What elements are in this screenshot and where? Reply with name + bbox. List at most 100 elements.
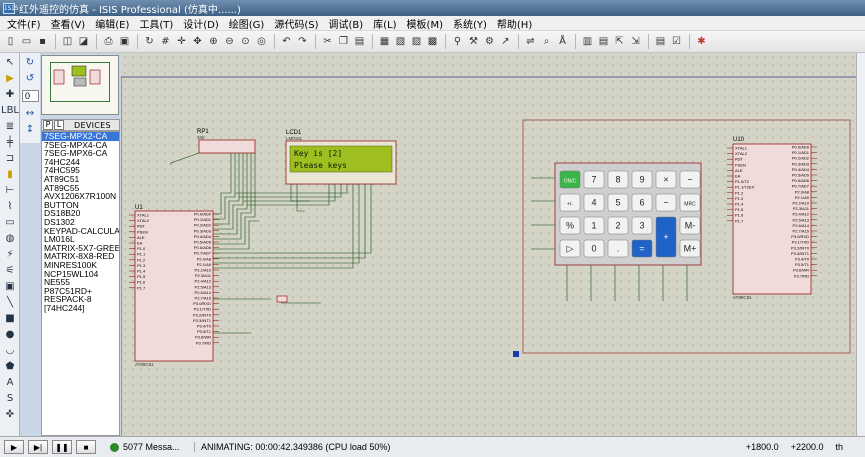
device-list-item[interactable]: DS18B20 — [44, 208, 81, 219]
pan-icon[interactable]: ✥ — [193, 36, 202, 47]
menu-item[interactable]: 工具(T) — [139, 19, 174, 31]
keypad-key[interactable] — [559, 239, 581, 258]
resistor-pack-rp1[interactable]: RP1 10k — [197, 129, 256, 154]
keypad-key[interactable] — [607, 170, 629, 189]
circle-2d-icon[interactable]: ● — [5, 328, 15, 340]
rotate-ccw-icon[interactable]: ↺ — [25, 73, 35, 84]
grid-icon[interactable]: # — [161, 36, 170, 47]
open-folder-icon[interactable]: ▭ — [21, 36, 32, 47]
generator-icon[interactable]: ◍ — [5, 232, 15, 244]
import-icon[interactable]: ◫ — [62, 36, 73, 47]
selection-mode-icon[interactable]: ↖ — [5, 56, 15, 68]
terminals-icon[interactable]: ▮ — [7, 168, 13, 180]
vertical-scrollbar[interactable] — [856, 53, 865, 436]
wire-label-icon[interactable]: LBL — [1, 104, 20, 116]
menu-item[interactable]: 模板(M) — [406, 19, 443, 31]
keypad-key[interactable] — [559, 170, 581, 189]
device-list-item[interactable]: 74HC244 — [44, 156, 80, 167]
zoom-in-icon[interactable]: ⊕ — [209, 36, 218, 47]
stop-button[interactable]: ■ — [76, 440, 96, 454]
keypad-key[interactable] — [583, 239, 605, 258]
menu-item[interactable]: 系统(Y) — [452, 19, 487, 31]
device-list-item[interactable]: MATRIX-8X8-RED — [44, 251, 115, 262]
menu-item[interactable]: 调试(B) — [328, 19, 364, 31]
new-file-icon[interactable]: ▯ — [7, 36, 14, 47]
keypad-key[interactable] — [631, 216, 653, 235]
keypad-key[interactable] — [559, 193, 581, 212]
bus-icon[interactable]: ╪ — [6, 136, 14, 148]
box-2d-icon[interactable]: ■ — [5, 312, 15, 324]
keypad-key[interactable] — [607, 239, 629, 258]
new-sheet-icon[interactable]: ▥ — [582, 36, 593, 47]
symbol-2d-icon[interactable]: S — [6, 392, 14, 404]
keypad-key[interactable] — [583, 170, 605, 189]
marker-2d-icon[interactable]: ✜ — [5, 408, 15, 420]
pick-devices-button[interactable]: P — [43, 120, 53, 130]
menu-item[interactable]: 编辑(E) — [95, 19, 130, 31]
remove-sheet-icon[interactable]: ▤ — [598, 36, 609, 47]
device-list-item[interactable]: MATRIX-5X7-GREEN — [44, 242, 120, 253]
menu-item[interactable]: 绘图(G) — [228, 19, 265, 31]
zoom-area-icon[interactable]: ◎ — [257, 36, 266, 47]
decompose-icon[interactable]: ↗ — [501, 36, 510, 47]
device-list-item[interactable]: 7SEG-MPX6-CA — [44, 148, 108, 159]
keypad-key[interactable] — [655, 193, 677, 212]
device-list-item[interactable]: AVX1206X7R100N — [44, 191, 117, 202]
menu-item[interactable]: 设计(D) — [183, 19, 219, 31]
path-2d-icon[interactable]: ⬟ — [5, 360, 15, 372]
origin-icon[interactable]: ✛ — [177, 36, 186, 47]
keypad-key[interactable] — [655, 216, 677, 258]
copy-icon[interactable]: ❐ — [339, 36, 348, 47]
voltage-probe-icon[interactable]: ⚡ — [6, 248, 14, 260]
menu-item[interactable]: 文件(F) — [7, 19, 41, 31]
keypad-key[interactable] — [679, 193, 701, 212]
device-list-item[interactable]: P87C51RD+ — [44, 285, 92, 296]
device-list-item[interactable]: [74HC244] — [44, 302, 85, 313]
keypad-key[interactable] — [583, 193, 605, 212]
menu-item[interactable]: 帮助(H) — [496, 19, 533, 31]
message-area[interactable]: 5077 Messa... — [110, 442, 184, 452]
play-button[interactable]: ▶ — [4, 440, 24, 454]
device-pins-icon[interactable]: ⊢ — [5, 184, 15, 196]
subcircuit-icon[interactable]: ⊐ — [5, 152, 15, 164]
cut-icon[interactable]: ✂ — [323, 36, 332, 47]
menu-item[interactable]: 查看(V) — [50, 19, 86, 31]
block-delete-icon[interactable]: ▩ — [427, 36, 438, 47]
keypad-key[interactable] — [631, 193, 653, 212]
schematic-drawing[interactable]: RP1 10k Key is [2] Please keys LCD1 LM01… — [120, 53, 856, 436]
print-icon[interactable]: ⎙ — [104, 36, 113, 47]
block-move-icon[interactable]: ▧ — [395, 36, 406, 47]
junction-dot-icon[interactable]: ✚ — [5, 88, 15, 100]
overview-viewport-frame[interactable] — [50, 62, 110, 102]
keypad-key[interactable] — [607, 216, 629, 235]
redraw-icon[interactable]: ↻ — [145, 36, 154, 47]
keypad-key[interactable] — [607, 193, 629, 212]
print-area-icon[interactable]: ▣ — [119, 36, 130, 47]
zoom-all-icon[interactable]: ⊙ — [241, 36, 250, 47]
property-tool-icon[interactable]: Å — [559, 36, 566, 47]
device-list-item[interactable]: AT89C51 — [44, 173, 80, 184]
device-list-item[interactable]: AT89C55 — [44, 182, 80, 193]
device-list-item[interactable]: 74HC595 — [44, 165, 80, 176]
library-manager-button[interactable]: L — [54, 120, 64, 130]
menu-item[interactable]: 源代码(S) — [274, 19, 319, 31]
block-rotate-icon[interactable]: ▨ — [411, 36, 422, 47]
arc-2d-icon[interactable]: ◡ — [5, 344, 15, 356]
lcd-display[interactable]: Key is [2] Please keys LCD1 LM016L — [285, 130, 397, 185]
device-list-item[interactable]: KEYPAD-CALCULATOR — [44, 225, 120, 236]
electrical-check-icon[interactable]: ☑ — [672, 36, 681, 47]
keypad-key[interactable] — [679, 216, 701, 235]
device-list-item[interactable]: LM016L — [44, 234, 75, 245]
device-list-item[interactable]: 7SEG-MPX2-CA — [42, 132, 119, 141]
exit-to-parent-icon[interactable]: ⇱ — [615, 36, 624, 47]
undo-icon[interactable]: ↶ — [282, 36, 291, 47]
menu-item[interactable]: 库(L) — [373, 19, 397, 31]
export-icon[interactable]: ◪ — [78, 36, 89, 47]
netlist-to-ares-icon[interactable]: ✱ — [697, 36, 706, 47]
device-list-item[interactable]: 7SEG-MPX4-CA — [44, 139, 108, 150]
line-2d-icon[interactable]: ╲ — [6, 296, 14, 308]
keypad-key[interactable] — [559, 216, 581, 235]
virtual-instruments-icon[interactable]: ▣ — [5, 280, 15, 292]
keypad-key[interactable] — [679, 239, 701, 258]
